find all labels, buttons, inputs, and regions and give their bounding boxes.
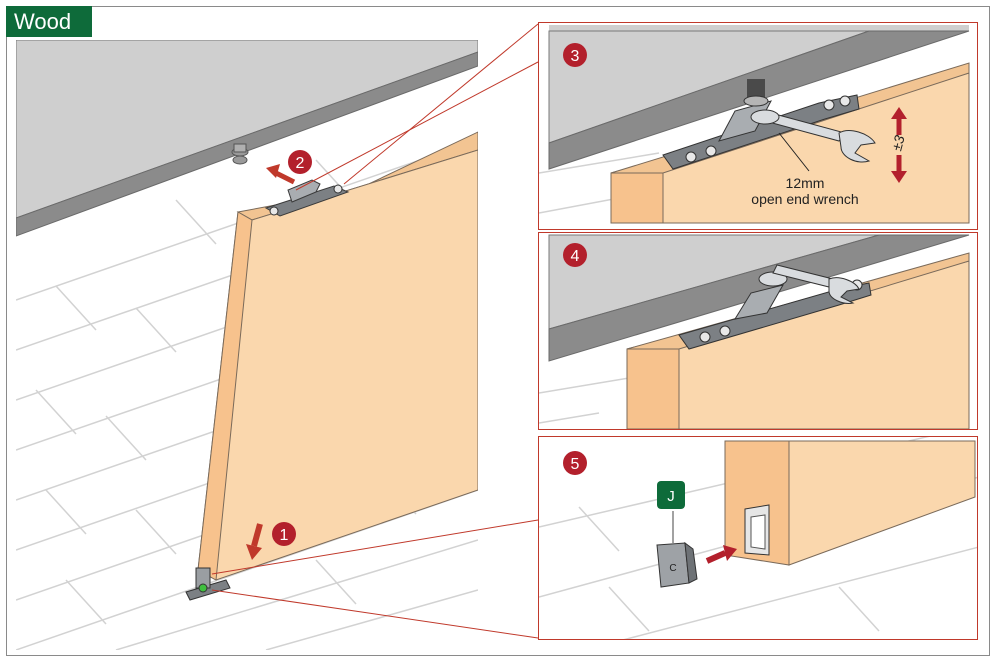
step-4-badge: 4 xyxy=(563,243,587,267)
panel-5-illustration: C J 5 xyxy=(539,437,977,639)
adjust-arrows-icon xyxy=(891,107,907,183)
insert-arrow xyxy=(705,545,737,564)
step-1-badge: 1 xyxy=(272,522,296,546)
main-illustration: 2 1 xyxy=(16,40,478,650)
panel-step-3: 3 ±3 12mm open end wrench xyxy=(538,22,978,230)
step-5-badge: 5 xyxy=(563,451,587,475)
guide-part-j-icon: C xyxy=(656,541,698,588)
panel-3-illustration: 3 xyxy=(539,25,970,224)
wrench-size-label: 12mm xyxy=(785,175,825,191)
svg-text:5: 5 xyxy=(571,456,580,473)
top-pivot-plate-icon xyxy=(264,179,350,217)
svg-text:3: 3 xyxy=(571,48,580,65)
step-1-arrow xyxy=(246,523,263,560)
svg-text:C: C xyxy=(669,563,676,574)
wrench-icon xyxy=(758,264,860,304)
svg-text:1: 1 xyxy=(280,527,289,544)
wrench-name-label: open end wrench xyxy=(751,191,859,207)
bottom-pivot-icon xyxy=(185,567,231,601)
page-title: Wood xyxy=(6,6,92,37)
wrench-icon xyxy=(750,109,876,163)
panel-step-5: C J 5 xyxy=(538,436,978,640)
svg-text:4: 4 xyxy=(571,248,580,265)
svg-text:2: 2 xyxy=(296,155,305,172)
step-2-arrow xyxy=(266,164,296,185)
ceiling-track xyxy=(16,40,478,219)
panel-4-illustration: 4 xyxy=(539,234,970,429)
step-3-badge: 3 xyxy=(563,43,587,67)
panel-step-4: 4 xyxy=(538,232,978,430)
ceiling-pivot-bolt-icon xyxy=(231,143,249,165)
part-j-tag: J xyxy=(657,481,685,509)
step-2-badge: 2 xyxy=(288,150,312,174)
svg-text:J: J xyxy=(667,488,675,505)
